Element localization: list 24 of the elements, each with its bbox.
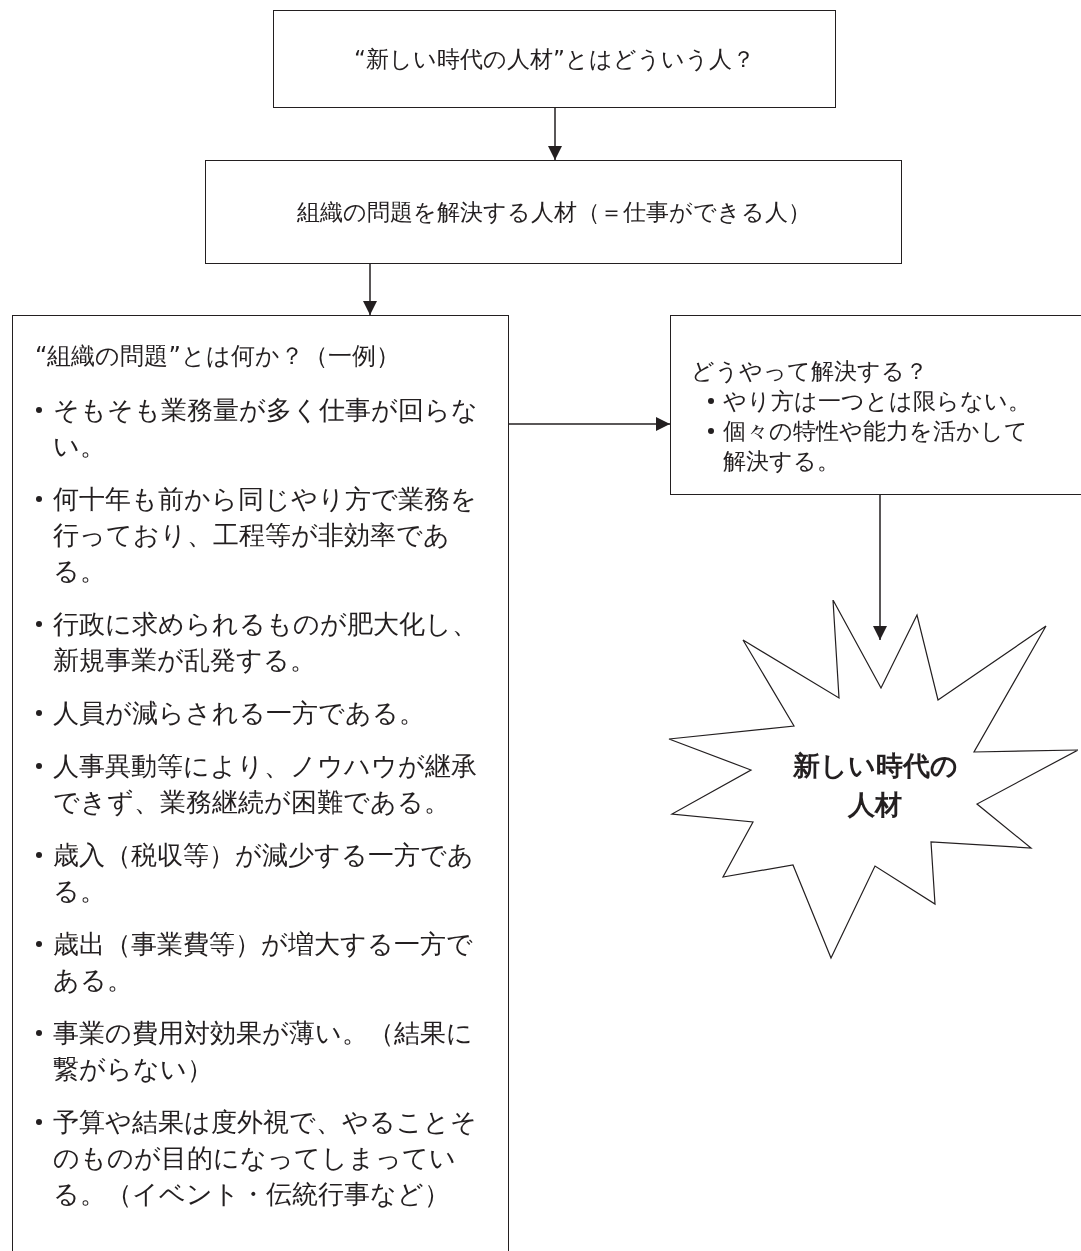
box-heading: “組織の問題”とは何か？（一例）: [35, 341, 401, 372]
bullet-item: 事業の費用対効果が薄い。（結果に繋がらない）: [35, 1015, 481, 1087]
bullet-item: 人員が減らされる一方である。: [35, 695, 481, 731]
bullet-item: 予算や結果は度外視で、やることそのものが目的になってしまっている。（イベント・伝統行事など）: [35, 1104, 481, 1212]
box-text: “新しい時代の人材”とはどういう人？: [354, 44, 755, 74]
list-box: [12, 315, 509, 1251]
bullet-item: 歳入（税収等）が減少する一方である。: [35, 837, 481, 909]
starburst-text: 新しい時代の人材: [791, 748, 959, 822]
bullet-item: そもそも業務量が多く仕事が回らない。: [35, 392, 481, 464]
arrow: [508, 417, 671, 431]
bullet-item: 人事異動等により、ノウハウが継承できず、業務継続が困難である。: [35, 748, 481, 820]
bullet-item: 個々の特性や能力を活かして解決する。: [691, 416, 1032, 476]
arrow: [548, 107, 562, 161]
box-text: 組織の問題を解決する人材（＝仕事ができる人）: [296, 197, 811, 227]
box-heading: どうやって解決する？: [691, 357, 929, 386]
arrow: [363, 263, 377, 316]
list-box: [670, 315, 1081, 495]
bullet-item: 行政に求められるものが肥大化し、新規事業が乱発する。: [35, 606, 481, 678]
process-box: [205, 160, 902, 264]
process-box: [273, 10, 836, 108]
arrow: [873, 494, 887, 641]
bullet-item: 何十年も前から同じやり方で業務を行っており、工程等が非効率である。: [35, 481, 481, 589]
bullet-item: 歳出（事業費等）が増大する一方である。: [35, 926, 481, 998]
bullet-item: やり方は一つとは限らない。: [691, 386, 1032, 416]
